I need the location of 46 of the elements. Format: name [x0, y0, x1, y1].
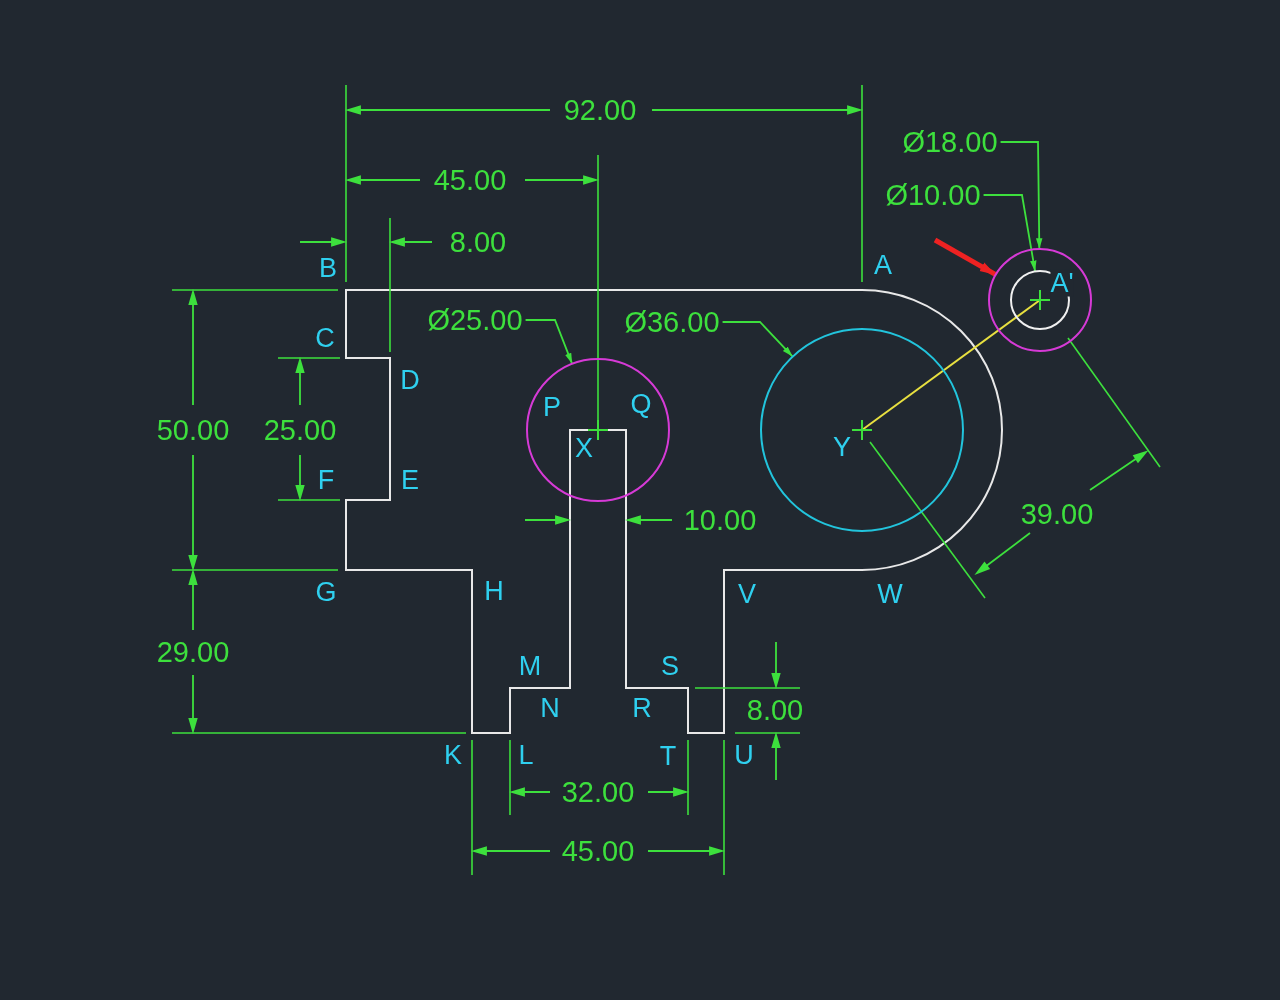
dimension-value: 45.00 — [433, 165, 507, 195]
dimension-value: 29.00 — [156, 637, 230, 667]
point-label: S — [661, 652, 679, 680]
diameter-label: Ø10.00 — [885, 180, 981, 210]
diameter-label: Ø18.00 — [902, 127, 998, 157]
diameter-label: Ø25.00 — [427, 305, 523, 335]
dimension-value: 10.00 — [683, 505, 757, 535]
point-label: H — [484, 577, 504, 605]
leader-line — [982, 194, 1037, 273]
point-label: X — [575, 434, 593, 462]
dimension-value: 32.00 — [561, 777, 635, 807]
point-label: L — [518, 741, 534, 769]
dimension-value: 39.00 — [1020, 499, 1094, 529]
point-label: Y — [833, 433, 851, 461]
point-label: G — [315, 578, 337, 606]
dimension-value: 8.00 — [449, 227, 507, 257]
point-label: V — [738, 580, 756, 608]
leader-line — [524, 319, 574, 365]
point-label: E — [401, 466, 419, 494]
point-label: C — [315, 324, 335, 352]
point-label: A' — [1050, 269, 1074, 297]
diameter-label: Ø36.00 — [624, 307, 720, 337]
point-label: D — [400, 366, 420, 394]
circle-outline — [759, 327, 965, 533]
point-label: U — [734, 741, 754, 769]
dimension-value: 8.00 — [746, 695, 804, 725]
dimension-value: 92.00 — [563, 95, 637, 125]
point-label: M — [518, 652, 542, 680]
point-label: A — [874, 251, 892, 279]
point-label: K — [444, 741, 462, 769]
dimension-value: 25.00 — [263, 415, 337, 445]
point-label: T — [659, 742, 677, 770]
circle-outline — [987, 247, 1093, 353]
point-label: P — [543, 393, 561, 421]
point-label: Q — [630, 390, 652, 418]
point-label: F — [317, 466, 335, 494]
pointer-arrow — [933, 237, 997, 277]
dimension-value: 45.00 — [561, 836, 635, 866]
point-label: R — [632, 694, 652, 722]
point-label: W — [877, 580, 903, 608]
leader-line — [721, 321, 794, 358]
point-label: B — [319, 254, 337, 282]
circle-outline — [525, 357, 671, 503]
leader-line — [999, 141, 1043, 250]
point-label: N — [540, 694, 560, 722]
dimension-value: 50.00 — [156, 415, 230, 445]
